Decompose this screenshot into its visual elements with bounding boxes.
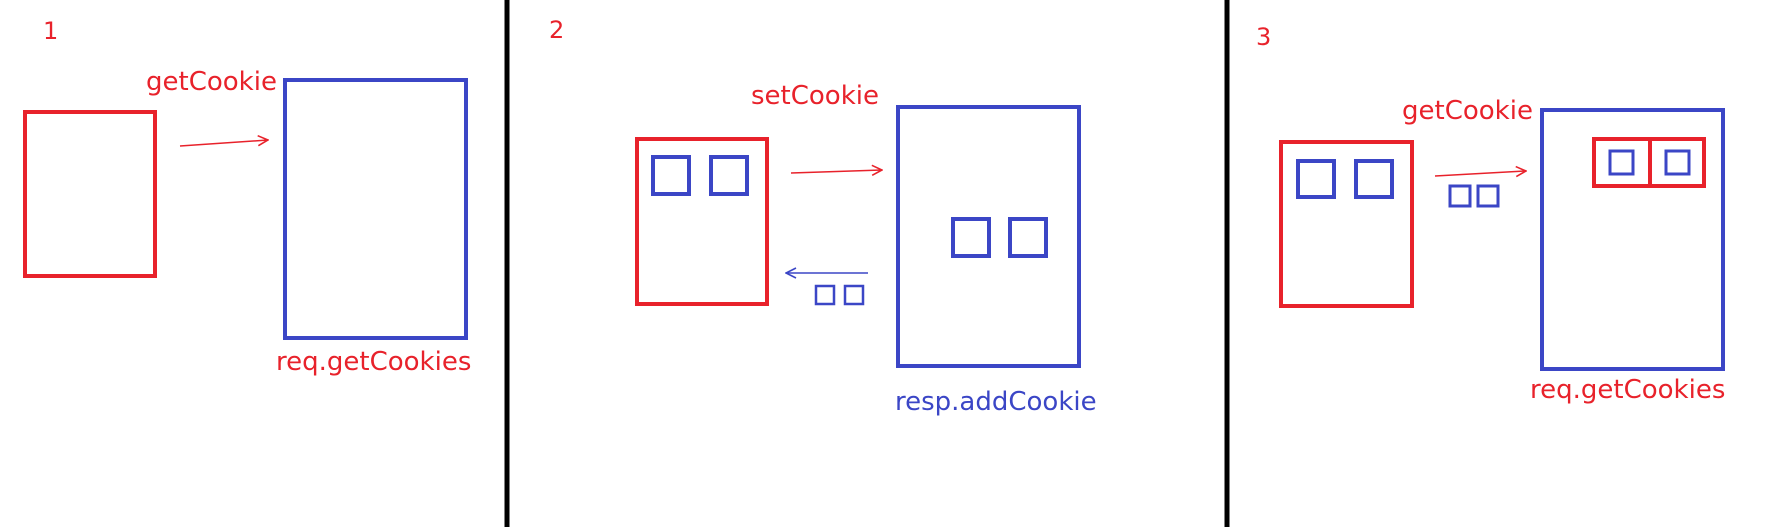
panel-2-number: 2 — [549, 16, 564, 44]
panel-3-server-cookie-1 — [1608, 149, 1635, 176]
panel-2-bottom-label: resp.addCookie — [895, 387, 1097, 417]
panel-3-client-cookie-1 — [1296, 159, 1336, 199]
panel-2-server-cookie-1 — [951, 217, 991, 258]
panel-1: 1 getCookie req.getCookies — [23, 17, 471, 377]
panel-3-request-cookie-2 — [1476, 184, 1500, 208]
panel-2-response-cookie-2 — [843, 284, 865, 306]
panel-2-client-box — [635, 137, 769, 306]
panel-2-server-cookie-2 — [1008, 217, 1048, 258]
panel-1-client-box — [23, 110, 157, 278]
panel-2-response-cookie-1 — [814, 284, 836, 306]
panel-3-bottom-label: req.getCookies — [1530, 375, 1725, 405]
panel-3-server-cookie-2 — [1664, 149, 1691, 176]
panel-3-top-label: getCookie — [1402, 96, 1533, 126]
panel-3: 3 getCookie req.getCookies — [1256, 23, 1725, 405]
panel-3-request-arrow — [1434, 171, 1526, 176]
panel-2-top-label: setCookie — [751, 81, 879, 111]
panel-2-server-box — [896, 105, 1081, 368]
panel-2-client-cookie-1 — [651, 155, 691, 196]
panel-3-number: 3 — [1256, 23, 1271, 51]
panel-1-top-label: getCookie — [146, 67, 277, 97]
panel-3-client-cookie-2 — [1354, 159, 1394, 199]
panel-3-server-box — [1540, 108, 1725, 371]
panel-3-client-box — [1279, 140, 1414, 308]
panel-2: 2 setCookie resp.addCookie — [549, 16, 1097, 417]
panel-2-request-arrow — [790, 170, 882, 173]
panel-1-server-box — [283, 78, 468, 340]
panel-3-request-cookie-1 — [1448, 184, 1472, 208]
panel-1-bottom-label: req.getCookies — [276, 347, 471, 377]
panel-1-number: 1 — [43, 17, 58, 45]
panel-1-request-arrow — [179, 140, 268, 147]
panel-2-client-cookie-2 — [709, 155, 749, 196]
